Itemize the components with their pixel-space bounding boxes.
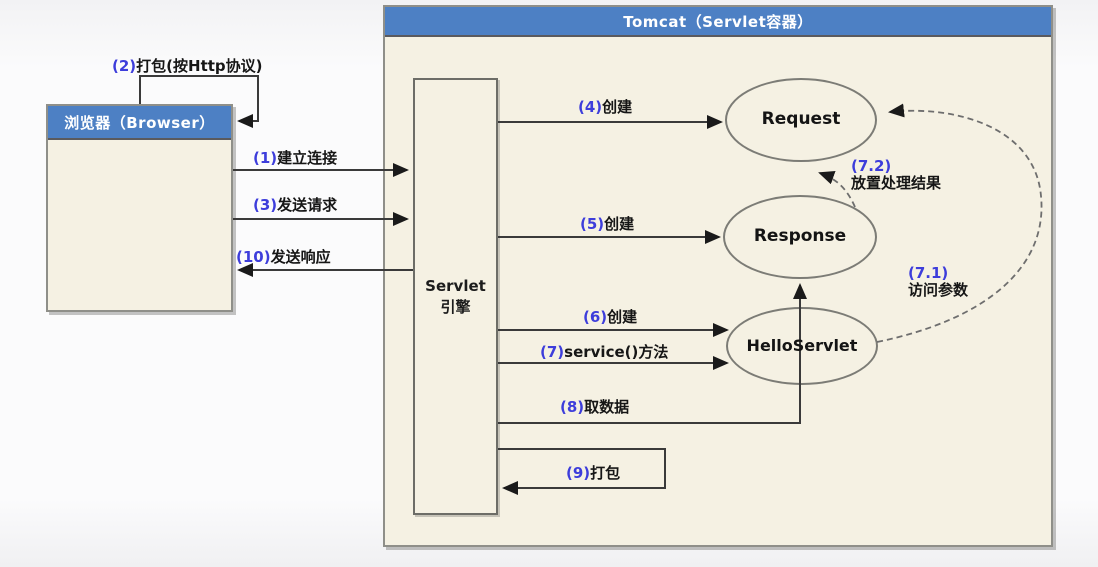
helloservlet-label: HelloServlet xyxy=(746,336,858,355)
step7-number: (7) xyxy=(540,343,565,361)
step1-text: 建立连接 xyxy=(277,149,338,167)
step6-text: 创建 xyxy=(607,308,638,326)
step4-number: (4) xyxy=(578,98,603,116)
step10-label: (10)发送响应 xyxy=(236,246,331,267)
tomcat-header: Tomcat（Servlet容器） xyxy=(385,7,1051,37)
helloservlet-node xyxy=(726,307,878,385)
step72-text: 放置处理结果 xyxy=(851,174,942,193)
request-node xyxy=(725,78,877,162)
step72-number: (7.2) xyxy=(851,157,892,175)
response-node xyxy=(723,195,877,279)
step8-number: (8) xyxy=(560,398,585,416)
step4-text: 创建 xyxy=(602,98,633,116)
arrow-step2-pack-loop xyxy=(139,75,259,128)
step7-text: service()方法 xyxy=(564,343,669,361)
step1-number: (1) xyxy=(253,149,278,167)
step10-number: (10) xyxy=(236,248,271,266)
step5-label: (5)创建 xyxy=(580,213,634,234)
step8-label: (8)取数据 xyxy=(560,396,629,417)
request-label: Request xyxy=(761,109,841,129)
step3-number: (3) xyxy=(253,196,278,214)
step9-text: 打包 xyxy=(590,464,621,482)
arrow-step71-access-params-dashed xyxy=(876,103,1043,343)
step6-label: (6)创建 xyxy=(583,306,637,327)
response-label: Response xyxy=(753,226,847,246)
step5-number: (5) xyxy=(580,215,605,233)
step5-text: 创建 xyxy=(604,215,635,233)
browser-header: 浏览器（Browser） xyxy=(48,106,231,140)
step10-text: 发送响应 xyxy=(270,248,331,266)
step71-text: 访问参数 xyxy=(908,281,969,300)
arrow-step9-pack-loop xyxy=(498,448,666,495)
step9-label: (9)打包 xyxy=(566,462,620,483)
step9-number: (9) xyxy=(566,464,591,482)
step4-label: (4)创建 xyxy=(578,96,632,117)
step71-label: (7.1) 访问参数 xyxy=(908,264,969,300)
servlet-engine-label-line2: 引擎 xyxy=(440,297,471,316)
step72-label: (7.2) 放置处理结果 xyxy=(851,157,942,193)
arrow-step72-put-result-dashed xyxy=(818,171,856,208)
step3-label: (3)发送请求 xyxy=(253,194,337,215)
servlet-engine-label-line1: Servlet xyxy=(425,277,486,296)
tomcat-title: Tomcat（Servlet容器） xyxy=(623,12,813,31)
step2-label: (2)打包(按Http协议) xyxy=(112,55,263,76)
step2-text: 打包(按Http协议) xyxy=(136,57,263,75)
step71-number: (7.1) xyxy=(908,264,949,282)
step8-text: 取数据 xyxy=(584,398,630,416)
arrow-step8-take-data xyxy=(498,283,807,424)
browser-box: 浏览器（Browser） xyxy=(46,104,233,312)
step6-number: (6) xyxy=(583,308,608,326)
servlet-engine-box: Servlet 引擎 xyxy=(413,78,498,515)
step2-number: (2) xyxy=(112,57,137,75)
browser-title: 浏览器（Browser） xyxy=(64,113,215,132)
step3-text: 发送请求 xyxy=(277,196,338,214)
step7-label: (7)service()方法 xyxy=(540,341,668,362)
step1-label: (1)建立连接 xyxy=(253,147,337,168)
